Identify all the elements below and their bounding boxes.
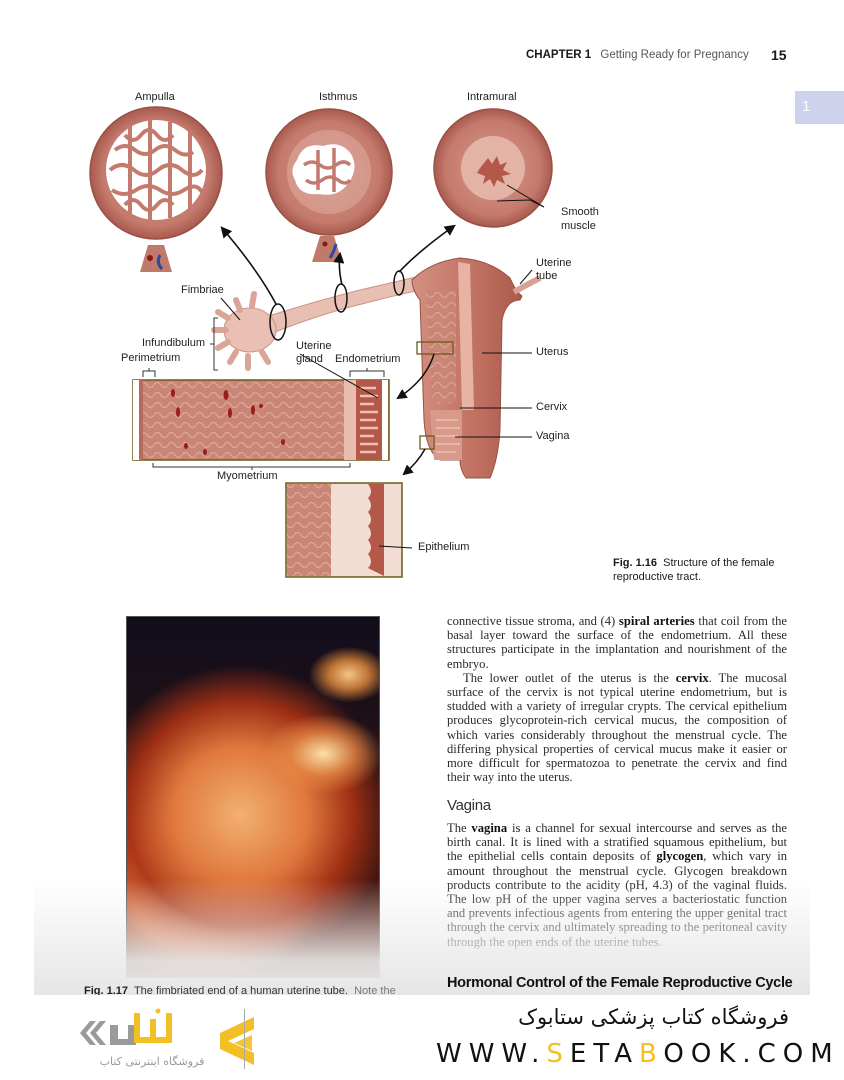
svg-text:فروشگاه اینترنتی کتاب: فروشگاه اینترنتی کتاب bbox=[100, 1055, 205, 1068]
chapter-tab: 1 bbox=[795, 91, 844, 124]
setabook-logo[interactable]: فروشگاه اینترنتی کتاب bbox=[72, 1003, 262, 1073]
store-title: فروشگاه کتاب پزشکی ستابوک bbox=[518, 1005, 789, 1029]
page-fade bbox=[34, 880, 810, 995]
caption-number: Fig. 1.17 bbox=[84, 985, 129, 997]
chapter-title: Getting Ready for Pregnancy bbox=[600, 49, 749, 61]
label-fimbriae: Fimbriae bbox=[181, 284, 224, 296]
label-uterus: Uterus bbox=[536, 346, 569, 358]
logo-divider bbox=[244, 1009, 245, 1069]
uterine-wall-inset bbox=[132, 297, 390, 470]
uterine-tube bbox=[211, 224, 456, 371]
paragraph-spiral-arteries: connective tissue stroma, and (4) spiral… bbox=[447, 614, 787, 671]
reproductive-tract-illustration bbox=[89, 106, 553, 578]
label-isthmus: Isthmus bbox=[319, 91, 358, 103]
site-url[interactable]: WWW.SETABOOK.COM bbox=[436, 1039, 840, 1069]
body-text-column: connective tissue stroma, and (4) spiral… bbox=[447, 614, 787, 784]
caption-number: Fig. 1.16 bbox=[613, 557, 658, 569]
caption-text: Structure of the female reproductive tra… bbox=[613, 557, 775, 583]
chevrons-icon bbox=[80, 1021, 106, 1045]
section-heading-vagina: Vagina bbox=[447, 797, 491, 814]
label-muscle: muscle bbox=[561, 220, 596, 232]
label-vagina: Vagina bbox=[536, 430, 570, 442]
label-cervix: Cervix bbox=[536, 401, 568, 413]
paragraph-cervix: The lower outlet of the uterus is the ce… bbox=[447, 670, 787, 785]
page-number: 15 bbox=[771, 47, 787, 63]
ampulla-cross-section bbox=[89, 106, 223, 272]
label-uterine-tube-1: Uterine bbox=[536, 257, 572, 269]
book-page: CHAPTER 1 Getting Ready for Pregnancy 15… bbox=[0, 47, 844, 997]
figure-1-17-caption: Fig. 1.17 The fimbriated end of a human … bbox=[84, 985, 396, 997]
running-head: CHAPTER 1 Getting Ready for Pregnancy bbox=[526, 49, 749, 61]
vaginal-wall-inset bbox=[285, 482, 413, 578]
figure-1-16-caption: Fig. 1.16 Structure of the female reprod… bbox=[613, 556, 803, 584]
chapter-tab-number: 1 bbox=[802, 98, 811, 115]
isthmus-cross-section bbox=[265, 108, 393, 262]
label-epithelium: Epithelium bbox=[418, 541, 470, 553]
label-endometrium: Endometrium bbox=[335, 353, 401, 365]
label-uterine-gland-1: Uterine bbox=[296, 340, 332, 352]
label-intramural: Intramural bbox=[467, 91, 517, 103]
figure-female-reproductive-tract: Ampulla Isthmus Intramural Smooth muscle… bbox=[0, 80, 844, 590]
label-myometrium: Myometrium bbox=[217, 470, 278, 482]
label-uterine-tube-2: tube bbox=[536, 270, 558, 282]
caption-continuation: Note the bbox=[354, 985, 396, 997]
heading-hormonal-control: Hormonal Control of the Female Reproduct… bbox=[447, 975, 793, 991]
label-perimetrium: Perimetrium bbox=[121, 352, 181, 364]
intramural-cross-section bbox=[433, 108, 553, 228]
label-infundibulum: Infundibulum bbox=[142, 337, 205, 349]
label-uterine-gland-2: gland bbox=[296, 353, 323, 365]
book-emblem-icon bbox=[220, 1017, 254, 1065]
setabook-banner: فروشگاه اینترنتی کتاب فروشگاه کتاب پزشکی… bbox=[0, 995, 844, 1080]
uterus-section bbox=[396, 257, 542, 479]
label-ampulla: Ampulla bbox=[135, 91, 175, 103]
caption-text: The fimbriated end of a human uterine tu… bbox=[133, 985, 348, 997]
label-smooth: Smooth bbox=[561, 206, 599, 218]
chapter-label: CHAPTER 1 bbox=[526, 49, 592, 61]
